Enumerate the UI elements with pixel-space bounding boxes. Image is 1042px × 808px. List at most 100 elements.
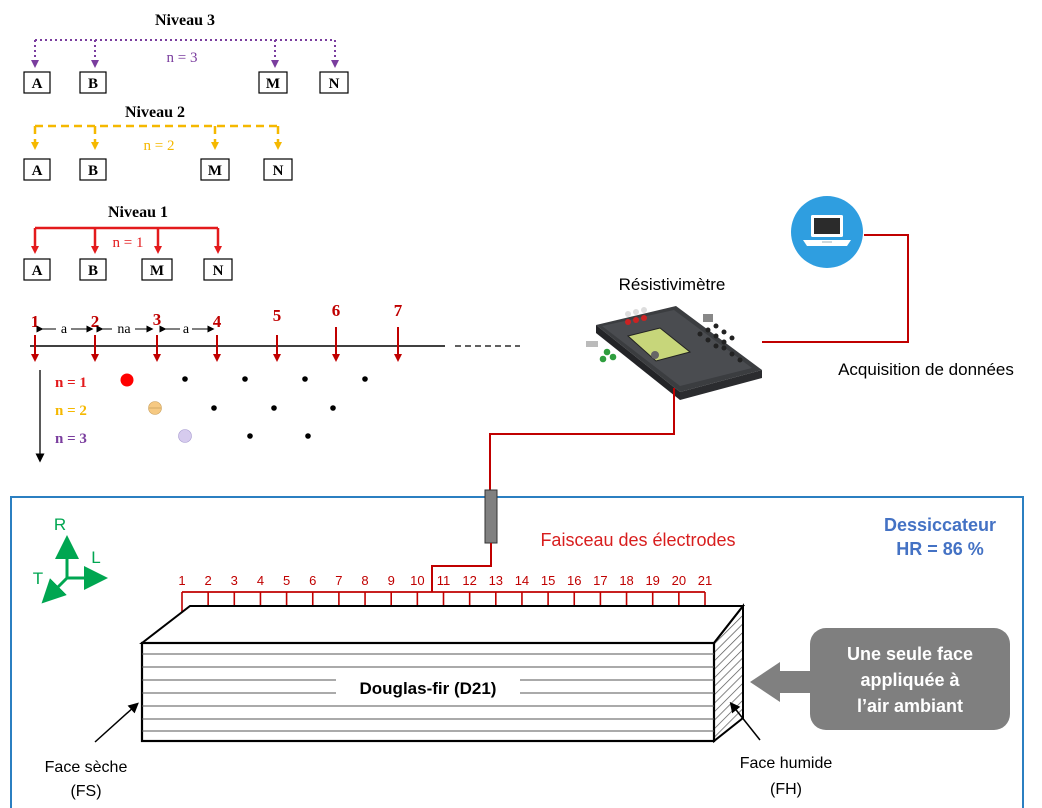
electrode-marker-arrowhead — [153, 354, 161, 362]
electrode-bus-number: 19 — [645, 573, 659, 588]
level-3-group: Niveau 3 n = 3 A B M N — [23, 12, 349, 94]
measure-point — [302, 376, 308, 382]
spacing-na: na — [117, 322, 131, 337]
wet-face-abbrev: (FH) — [770, 781, 802, 798]
electrode-marker-arrowhead — [332, 354, 340, 362]
level-1-connector — [33, 226, 220, 248]
electrode-bus-number: 16 — [567, 573, 581, 588]
electrode-bus-number: 5 — [283, 573, 290, 588]
electrode-bus-number: 20 — [672, 573, 686, 588]
level-1-group: Niveau 1 n = 1 A B M N — [23, 204, 233, 281]
electrode-marker-arrowhead — [394, 354, 402, 362]
electrode-marker-arrowhead — [31, 354, 39, 362]
level-2-arrowheads — [31, 142, 282, 150]
level-2-electrode-a: A — [32, 163, 43, 179]
dry-face-label: Face sèche — [45, 759, 128, 776]
electrode-bus-number: 13 — [489, 573, 503, 588]
electrode-number: 1 — [31, 312, 40, 331]
level-1-electrode-m: M — [150, 263, 164, 279]
electrode-bus-number: 15 — [541, 573, 555, 588]
electrode-line-group: 1 2 3 4 5 6 7 a na a — [30, 301, 520, 362]
measure-point-n3-highlight — [178, 429, 192, 443]
axis-t-label: T — [33, 569, 43, 588]
level-2-title: Niveau 2 — [125, 104, 185, 121]
electrode-bus-number: 2 — [205, 573, 212, 588]
axis-l-label: L — [91, 548, 100, 567]
electrode-bus-number: 3 — [231, 573, 238, 588]
row-label-n1: n = 1 — [55, 375, 87, 391]
humidity-label: HR = 86 % — [896, 539, 984, 559]
electrode-bus-number: 4 — [257, 573, 264, 588]
measure-point — [271, 405, 277, 411]
electrode-bus-number: 1 — [178, 573, 185, 588]
electrode-number: 2 — [91, 312, 100, 331]
harness-cable — [431, 543, 492, 592]
electrode-number: 4 — [213, 312, 222, 331]
wet-face-pointer — [729, 701, 761, 741]
electrode-bus-number: 12 — [462, 573, 476, 588]
laptop-icon — [791, 196, 863, 268]
measure-point — [242, 376, 248, 382]
callout-box — [810, 628, 1010, 730]
row-label-n2: n = 2 — [55, 403, 87, 419]
measure-point — [305, 433, 311, 439]
level-3-electrode-m: M — [266, 76, 280, 92]
desiccator-chamber — [10, 496, 1024, 808]
measure-point-n1-highlight — [120, 373, 134, 387]
electrode-bus-number: 18 — [619, 573, 633, 588]
row-label-n3: n = 3 — [55, 431, 87, 447]
level-1-electrode-b: B — [88, 263, 98, 279]
measure-point — [211, 405, 217, 411]
electrode-marker-arrowhead — [91, 354, 99, 362]
level-1-n-label: n = 1 — [113, 235, 144, 251]
orientation-axes: R L T — [33, 515, 108, 604]
dry-face-pointer — [94, 702, 139, 743]
electrode-bus-number: 7 — [335, 573, 342, 588]
electrode-markers — [31, 327, 402, 362]
level-1-title: Niveau 1 — [108, 204, 168, 221]
electrode-marker-arrowhead — [273, 354, 281, 362]
level-3-n-label: n = 3 — [167, 50, 198, 66]
cable-connector — [484, 489, 498, 544]
callout-line-1: Une seule face — [847, 644, 973, 664]
electrode-bus-number: 9 — [388, 573, 395, 588]
electrode-number: 7 — [394, 301, 403, 320]
measure-point — [247, 433, 253, 439]
electrode-numbers: 1 2 3 4 5 6 7 — [31, 301, 403, 331]
level-3-connector — [34, 39, 336, 62]
electrode-bus-number: 17 — [593, 573, 607, 588]
laptop-cable — [762, 234, 909, 343]
level-2-connector — [33, 124, 280, 144]
dry-face-abbrev: (FS) — [70, 783, 101, 800]
level-3-electrode-a: A — [32, 76, 43, 92]
electrode-marker-arrowhead — [213, 354, 221, 362]
acquisition-label: Acquisition de données — [838, 360, 1014, 379]
spacing-a-1: a — [61, 322, 68, 337]
electrode-bus-number: 10 — [410, 573, 424, 588]
measure-point — [330, 405, 336, 411]
electrode-bus-number: 6 — [309, 573, 316, 588]
ambient-air-callout: Une seule face appliquée à l’air ambiant — [750, 628, 1010, 730]
electrode-number: 3 — [153, 310, 162, 329]
level-1-electrode-a: A — [32, 263, 43, 279]
level-2-electrode-m: M — [208, 163, 222, 179]
electrode-number: 6 — [332, 301, 341, 320]
electrode-number: 5 — [273, 306, 282, 325]
measure-point — [182, 376, 188, 382]
wood-specimen: Douglas-fir (D21) — [139, 603, 746, 744]
measure-point — [362, 376, 368, 382]
electrode-bus-number: 11 — [437, 573, 451, 588]
callout-line-3: l’air ambiant — [857, 696, 963, 716]
level-2-electrode-n: N — [273, 163, 284, 179]
spacing-indicators: a na a — [36, 322, 215, 337]
level-3-electrode-n: N — [329, 76, 340, 92]
level-2-group: Niveau 2 n = 2 A B M N — [23, 104, 293, 181]
electrode-bus-number: 21 — [698, 573, 712, 588]
level-2-n-label: n = 2 — [144, 138, 175, 154]
level-3-title: Niveau 3 — [155, 12, 215, 29]
main-cable — [489, 388, 675, 490]
spacing-a-2: a — [183, 322, 190, 337]
electrode-bus-number: 8 — [361, 573, 368, 588]
